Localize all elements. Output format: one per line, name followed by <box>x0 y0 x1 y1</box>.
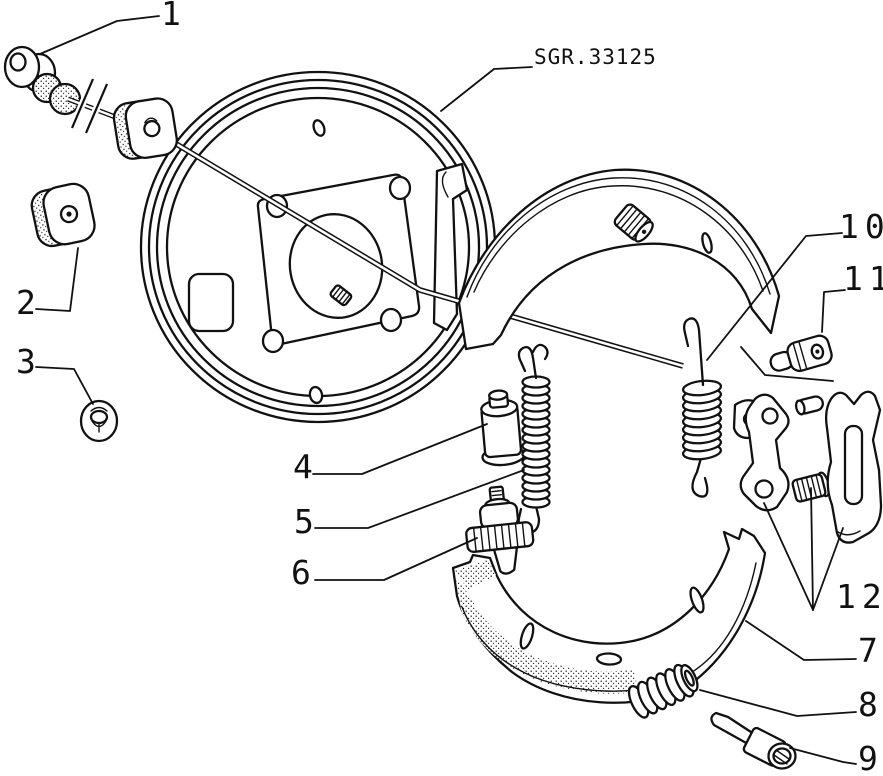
callout-5: 5 <box>294 502 314 541</box>
grommet <box>79 399 119 443</box>
adjuster-star-wheel <box>465 485 535 575</box>
callout-4: 4 <box>293 447 313 486</box>
drawing-code-label: SGR.33125 <box>534 45 657 69</box>
leader-lines <box>35 15 857 765</box>
compression-spring <box>627 663 699 719</box>
lever-group <box>732 390 883 544</box>
callout-11: 11 <box>843 259 883 298</box>
shoe-hold-pin <box>613 203 654 243</box>
callout-12: 12 <box>836 577 883 616</box>
cable-assembly <box>3 45 178 160</box>
cable-grommet <box>112 97 178 160</box>
backing-plate <box>139 70 497 424</box>
callout-6: 6 <box>291 553 311 592</box>
brake-shoe-upper <box>457 168 781 351</box>
callout-10: 10 <box>839 207 883 246</box>
lever-pin <box>794 395 824 416</box>
break-mark <box>70 78 95 129</box>
clevis-pin <box>710 711 797 770</box>
callout-7: 7 <box>858 631 878 670</box>
pull-rod <box>156 130 684 369</box>
callout-3: 3 <box>16 342 36 381</box>
hub-bore <box>288 213 384 319</box>
upper-return-spring <box>681 317 723 498</box>
rubber-pad <box>30 182 96 248</box>
callout-2: 2 <box>16 283 36 322</box>
callout-1: 1 <box>161 0 181 33</box>
plate-slot <box>187 272 235 333</box>
callout-9: 9 <box>858 739 878 776</box>
pivot-pin <box>769 334 833 373</box>
parking-lever <box>739 393 790 512</box>
threaded-stud <box>329 284 353 307</box>
brake-shoe-lower <box>451 527 767 704</box>
callout-8: 8 <box>858 685 878 724</box>
piston-post <box>480 389 526 467</box>
return-spring-long <box>517 343 551 535</box>
